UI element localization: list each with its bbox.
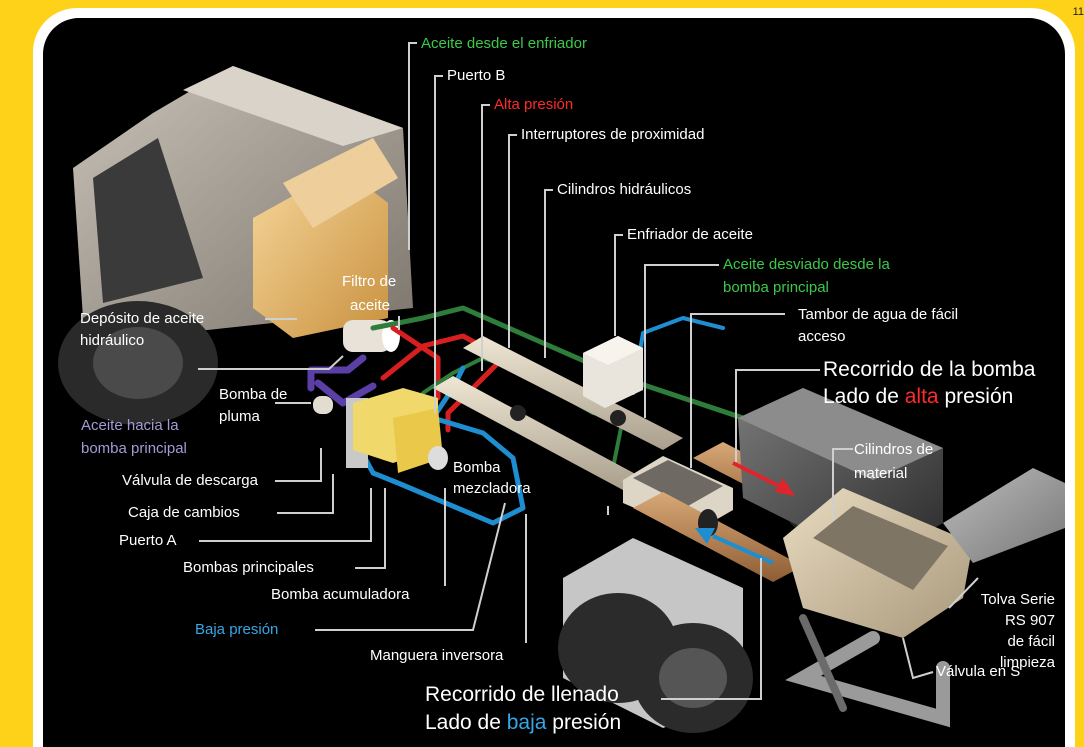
label-main-pumps: Bombas principales <box>183 559 314 576</box>
flow-arrows <box>695 461 795 565</box>
truck-hydraulic-illustration <box>58 42 1065 733</box>
hydraulic-cylinders <box>433 336 683 490</box>
hopper <box>783 468 1065 638</box>
label-boom-pump-line2: pluma <box>219 408 260 425</box>
label-boom-pump-line1: Bomba de <box>219 386 288 403</box>
label-port-b: Puerto B <box>447 67 506 84</box>
label-mixer-pump-line1: Bomba <box>453 459 501 476</box>
high-side-suffix: presión <box>938 385 1014 408</box>
label-oil-filter-line1: Filtro de <box>342 273 397 290</box>
pump-assembly <box>313 388 448 473</box>
label-hopper-line4: limpieza <box>999 654 1055 671</box>
low-side-word: baja <box>506 711 547 734</box>
page-number: 11 <box>1072 6 1084 18</box>
label-port-a: Puerto A <box>119 532 177 549</box>
label-low-pressure-side: Lado de baja presión <box>425 708 621 737</box>
truck-cab <box>58 66 413 425</box>
low-side-suffix: presión <box>546 711 622 734</box>
label-s-valve: Válvula en S <box>936 663 1021 680</box>
label-hydraulic-tank-line1: Depósito de aceite <box>80 310 205 327</box>
low-side-prefix: Lado de <box>425 711 507 734</box>
label-hopper-line2: RS 907 <box>1004 612 1055 629</box>
high-side-prefix: Lado de <box>823 385 905 408</box>
label-water-drum-line2: acceso <box>798 328 846 345</box>
label-high-pressure-side: Lado de alta presión <box>823 382 1013 411</box>
label-oil-cooler: Enfriador de aceite <box>627 226 753 243</box>
label-oil-from-cooler: Aceite desde el enfriador <box>421 35 587 52</box>
oil-cooler <box>583 336 643 408</box>
label-high-pressure: Alta presión <box>494 96 574 113</box>
diagram-panel: Aceite desde el enfriador Puerto B Alta … <box>43 18 1065 747</box>
rear-wheels <box>558 538 753 733</box>
s-valve-pipe <box>785 614 950 728</box>
label-oil-filter-line2: aceite <box>350 297 391 314</box>
label-hydraulic-cylinders: Cilindros hidráulicos <box>557 181 692 198</box>
label-mixer-pump-line2: mezcladora <box>453 480 531 497</box>
label-low-pressure: Baja presión <box>195 621 279 638</box>
label-pump-stroke: Recorrido de la bomba <box>823 358 1036 381</box>
label-fill-stroke: Recorrido de llenado <box>425 683 619 706</box>
label-hopper-line1: Tolva Serie <box>980 591 1055 608</box>
label-diverted-oil-line1: Aceite desviado desde la <box>723 256 890 273</box>
label-hydraulic-tank-line2: hidráulico <box>80 332 145 349</box>
leader-lines <box>198 42 979 700</box>
label-reversing-hose: Manguera inversora <box>370 647 504 664</box>
label-proximity-switches: Interruptores de proximidad <box>521 126 705 143</box>
label-diverted-oil-line2: bomba principal <box>723 279 829 296</box>
label-oil-to-main-pump-line2: bomba principal <box>81 440 187 457</box>
label-hopper-line3: de fácil <box>1007 633 1055 650</box>
label-water-drum-line1: Tambor de agua de fácil <box>798 306 959 323</box>
label-oil-to-main-pump-line1: Aceite hacia la <box>81 417 179 434</box>
label-material-cylinders-line1: Cilindros de <box>854 441 934 458</box>
label-material-cylinders-line2: material <box>854 465 908 482</box>
high-side-word: alta <box>904 385 939 408</box>
label-gearbox: Caja de cambios <box>128 504 240 521</box>
label-relief-valve: Válvula de descarga <box>122 472 258 489</box>
label-accumulator-pump: Bomba acumuladora <box>271 586 410 603</box>
